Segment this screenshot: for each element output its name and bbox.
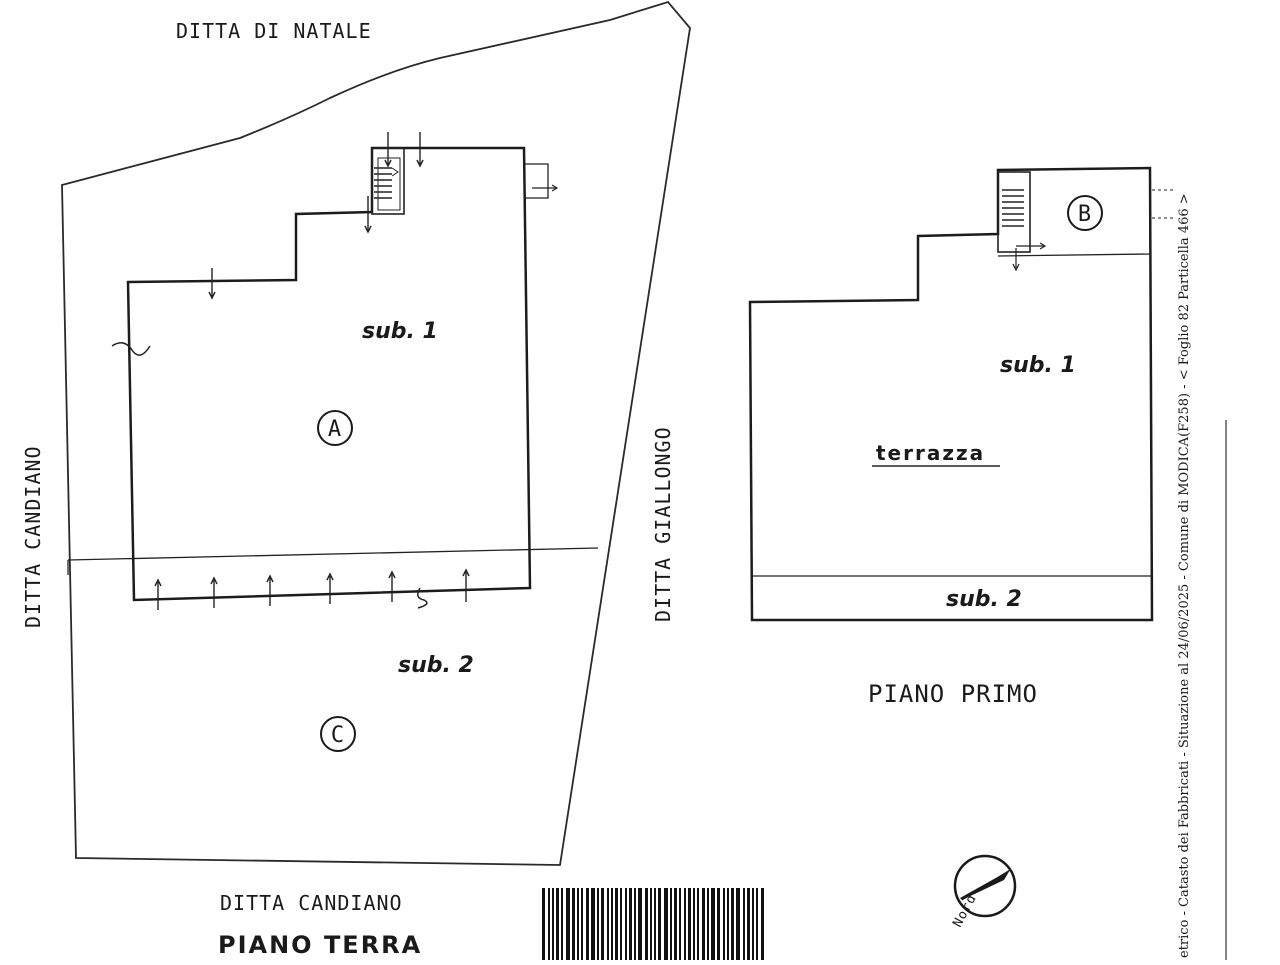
barcode-bar [756,888,758,960]
ground-side-box [524,163,549,199]
barcode-bar [747,888,750,960]
barcode-bar [674,888,677,960]
barcode-bar [620,888,622,960]
barcode-bar [752,888,754,960]
ditta-bottom-label: DITTA CANDIANO [220,891,403,915]
first-staircase [997,171,1047,272]
barcode-bar [702,888,705,960]
barcode-bar [597,888,599,960]
wall-break-squiggle [111,342,151,356]
barcode-bar [743,888,745,960]
cadastral-margin-note: etrico - Catasto dei Fabbricati - Situaz… [1177,193,1192,958]
barcode-bar [645,888,648,960]
bottom-squiggle [417,587,428,609]
barcode-bar [684,888,686,960]
barcode-bar [638,888,642,960]
ditta-left-label: DITTA CANDIANO [21,445,45,628]
ground-plot-boundary [61,0,691,866]
barcode-bar [731,888,734,960]
piano-primo-title: PIANO PRIMO [868,680,1038,708]
ground-subdivision-line [67,547,599,561]
barcode-bar [572,888,575,960]
barcode-bar [654,888,656,960]
barcode-bar [658,888,661,960]
piano-terra-title: PIANO TERRA [218,931,422,959]
first-side-dashes [1152,189,1175,219]
barcode-bar [707,888,709,960]
barcode-bar [679,888,681,960]
marker-a: A [317,410,353,446]
barcode-bar [577,888,579,960]
first-sub2-label: sub. 2 [946,587,1022,612]
barcode-bar [566,888,570,960]
ditta-top-label: DITTA DI NATALE [176,19,372,43]
barcode-bar [581,888,583,960]
barcode-bar [650,888,652,960]
ditta-middle-label: DITTA GIALLONGO [651,426,675,622]
barcode-bar [615,888,618,960]
barcode-bar [552,888,554,960]
first-stair-block-line [997,253,1151,257]
north-label: Nord [950,892,980,930]
barcode-bar [693,888,695,960]
svg-text:A: A [328,417,342,442]
barcode-bar [561,888,563,960]
barcode-bar [664,888,668,960]
barcode-bar [727,888,729,960]
barcode-bar [717,888,720,960]
barcode-bar [625,888,627,960]
marker-c: C [320,716,356,752]
barcode-bar [723,888,725,960]
building-a-outline [126,146,532,602]
barcode-bar [670,888,672,960]
barcode-bar [761,888,764,960]
barcode-bar [634,888,636,960]
marker-b: B [1067,195,1103,231]
building-b-outline [748,166,1154,622]
barcode-bar [591,888,595,960]
barcode-bar [601,888,604,960]
barcode-bar [611,888,613,960]
svg-text:C: C [331,723,345,748]
barcode-bar [556,888,559,960]
barcode-bar [688,888,691,960]
side-box-arrowhead [551,184,559,192]
barcode-bar [586,888,589,960]
barcode-bar [736,888,740,960]
terrazza-label: terrazza [876,441,985,465]
barcode-bar [697,888,699,960]
first-sub1-label: sub. 1 [1000,353,1076,378]
barcode-bar [711,888,715,960]
ground-sub1-label: sub. 1 [362,319,438,344]
svg-text:B: B [1078,202,1092,227]
barcode-stamp [540,886,766,960]
barcode-bar [548,888,550,960]
north-arrow-icon [953,854,1017,918]
barcode-bar [629,888,632,960]
barcode-bar [542,888,545,960]
barcode-bar [607,888,609,960]
ground-entrance-arrows [154,132,470,610]
ground-sub2-label: sub. 2 [398,653,474,678]
